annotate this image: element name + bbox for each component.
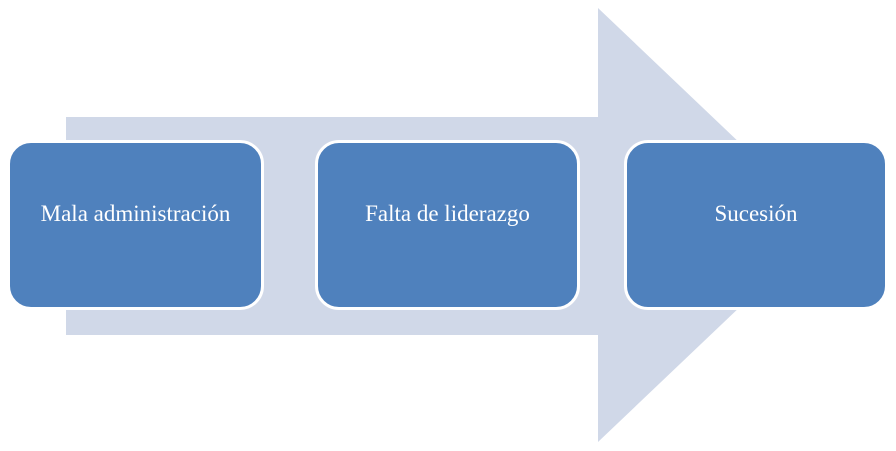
step-label: Sucesión (714, 201, 798, 227)
step-box-falta-de-liderazgo: Falta de liderazgo (315, 140, 580, 310)
step-box-sucesion: Sucesión (624, 140, 888, 310)
step-label: Falta de liderazgo (365, 201, 530, 227)
step-box-mala-administracion: Mala administración (7, 140, 264, 310)
step-label: Mala administración (40, 201, 231, 227)
